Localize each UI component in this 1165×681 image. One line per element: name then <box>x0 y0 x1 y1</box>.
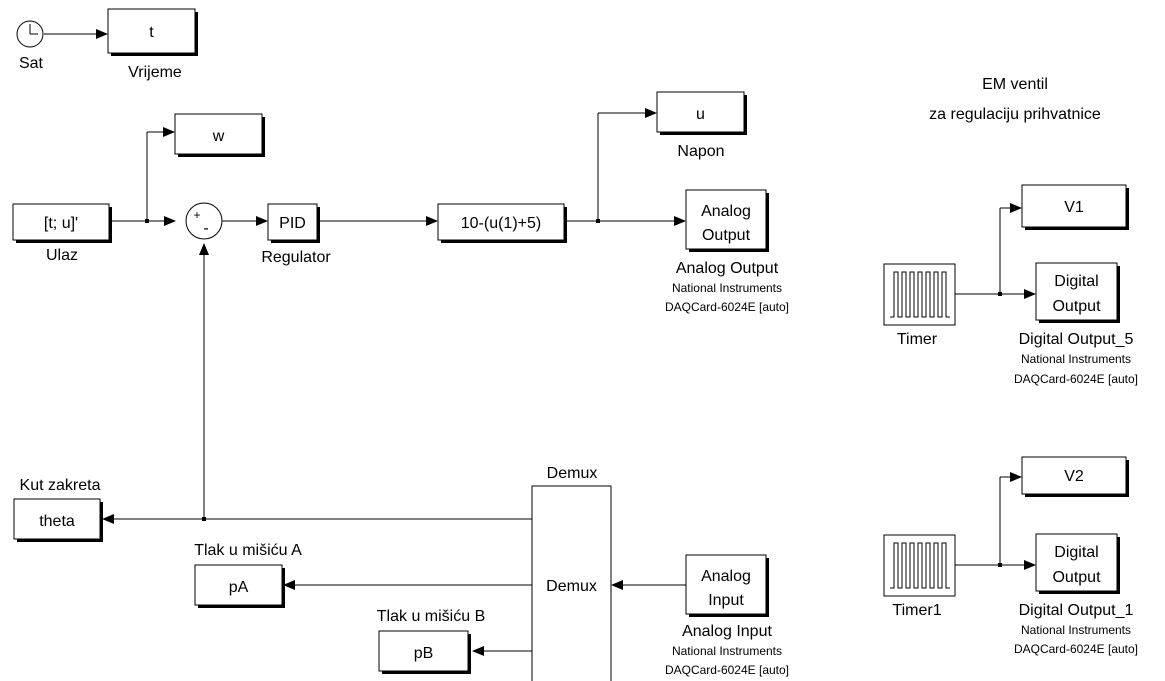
vrijeme-label: Vrijeme <box>128 64 182 81</box>
sum-circle <box>185 202 223 240</box>
theta-block[interactable]: theta Kut zakreta <box>13 477 103 542</box>
analog-output-line2: Output <box>702 227 751 244</box>
vrijeme-block[interactable]: t Vrijeme <box>107 8 198 81</box>
analog-input-device: DAQCard-6024E [auto] <box>665 663 789 677</box>
timer-block[interactable]: Timer <box>883 263 956 348</box>
sum-plus: + <box>193 208 200 222</box>
w-block[interactable]: w <box>174 113 265 157</box>
digital-output-5-title: Digital Output_5 <box>1019 331 1134 348</box>
timer-label: Timer <box>897 331 938 348</box>
timer1-block[interactable]: Timer1 <box>883 534 956 619</box>
ulaz-content: [t; u]' <box>44 215 78 232</box>
pulse-train-icon <box>890 542 950 589</box>
u-content: u <box>696 106 705 123</box>
analog-input-block[interactable]: Analog Input Analog Input National Instr… <box>665 554 789 677</box>
digital-output-1-line2: Output <box>1052 569 1101 586</box>
ulaz-label: Ulaz <box>46 247 78 264</box>
sat-label: Sat <box>19 55 44 72</box>
analog-output-block[interactable]: Analog Output Analog Output National Ins… <box>665 189 789 314</box>
analog-output-line1: Analog <box>701 203 751 220</box>
fcn-block[interactable]: 10-(u(1)+5) <box>437 203 567 243</box>
demux-block[interactable]: Demux Demux <box>531 465 612 681</box>
v1-block[interactable]: V1 <box>1021 184 1129 230</box>
digital-output-5-line2: Output <box>1052 298 1101 315</box>
sat-clock-block[interactable]: Sat <box>16 20 44 72</box>
u-label: Napon <box>677 143 724 160</box>
theta-label: Kut zakreta <box>20 477 101 494</box>
pid-label: Regulator <box>261 249 331 266</box>
pulse-train-icon <box>890 271 950 318</box>
signal-wires <box>44 29 1036 656</box>
vrijeme-content: t <box>149 24 154 41</box>
pid-content: PID <box>279 215 306 232</box>
demux-label: Demux <box>547 465 598 482</box>
pa-block[interactable]: pA Tlak u mišiću A <box>194 542 302 608</box>
ulaz-block[interactable]: [t; u]' Ulaz <box>12 203 112 264</box>
digital-output-1-vendor: National Instruments <box>1021 623 1131 637</box>
pa-content: pA <box>229 579 249 596</box>
sum-block[interactable]: + - <box>185 202 223 240</box>
digital-output-5-line1: Digital <box>1054 273 1098 290</box>
digital-output-1-block[interactable]: Digital Output Digital Output_1 National… <box>1014 533 1138 656</box>
v2-content: V2 <box>1064 468 1084 485</box>
sum-minus: - <box>203 220 208 237</box>
pb-label: Tlak u mišiću B <box>377 608 485 625</box>
fcn-content: 10-(u(1)+5) <box>461 215 541 232</box>
analog-output-title: Analog Output <box>676 260 779 277</box>
em-ventil-line1: EM ventil <box>982 76 1048 93</box>
demux-content: Demux <box>546 578 597 595</box>
em-ventil-line2: za regulaciju prihvatnice <box>929 106 1101 123</box>
pb-content: pB <box>414 645 434 662</box>
analog-output-device: DAQCard-6024E [auto] <box>665 300 789 314</box>
analog-output-vendor: National Instruments <box>672 281 782 295</box>
theta-content: theta <box>39 513 75 530</box>
timer1-label: Timer1 <box>892 602 941 619</box>
em-ventil-annotation: EM ventil za regulaciju prihvatnice <box>929 76 1101 123</box>
analog-input-line1: Analog <box>701 568 751 585</box>
pb-block[interactable]: pB Tlak u mišiću B <box>377 608 485 674</box>
w-content: w <box>212 128 225 145</box>
analog-input-title: Analog Input <box>682 623 772 640</box>
digital-output-5-vendor: National Instruments <box>1021 352 1131 366</box>
v1-content: V1 <box>1064 199 1084 216</box>
digital-output-5-device: DAQCard-6024E [auto] <box>1014 372 1138 386</box>
digital-output-1-title: Digital Output_1 <box>1019 602 1134 619</box>
digital-output-1-line1: Digital <box>1054 544 1098 561</box>
v2-block[interactable]: V2 <box>1021 456 1129 497</box>
analog-input-vendor: National Instruments <box>672 644 782 658</box>
digital-output-5-block[interactable]: Digital Output Digital Output_5 National… <box>1014 262 1138 386</box>
digital-output-1-device: DAQCard-6024E [auto] <box>1014 642 1138 656</box>
u-block[interactable]: u Napon <box>656 91 747 160</box>
analog-input-line2: Input <box>708 592 744 609</box>
pid-block[interactable]: PID Regulator <box>261 203 331 266</box>
pa-label: Tlak u mišiću A <box>194 542 302 559</box>
